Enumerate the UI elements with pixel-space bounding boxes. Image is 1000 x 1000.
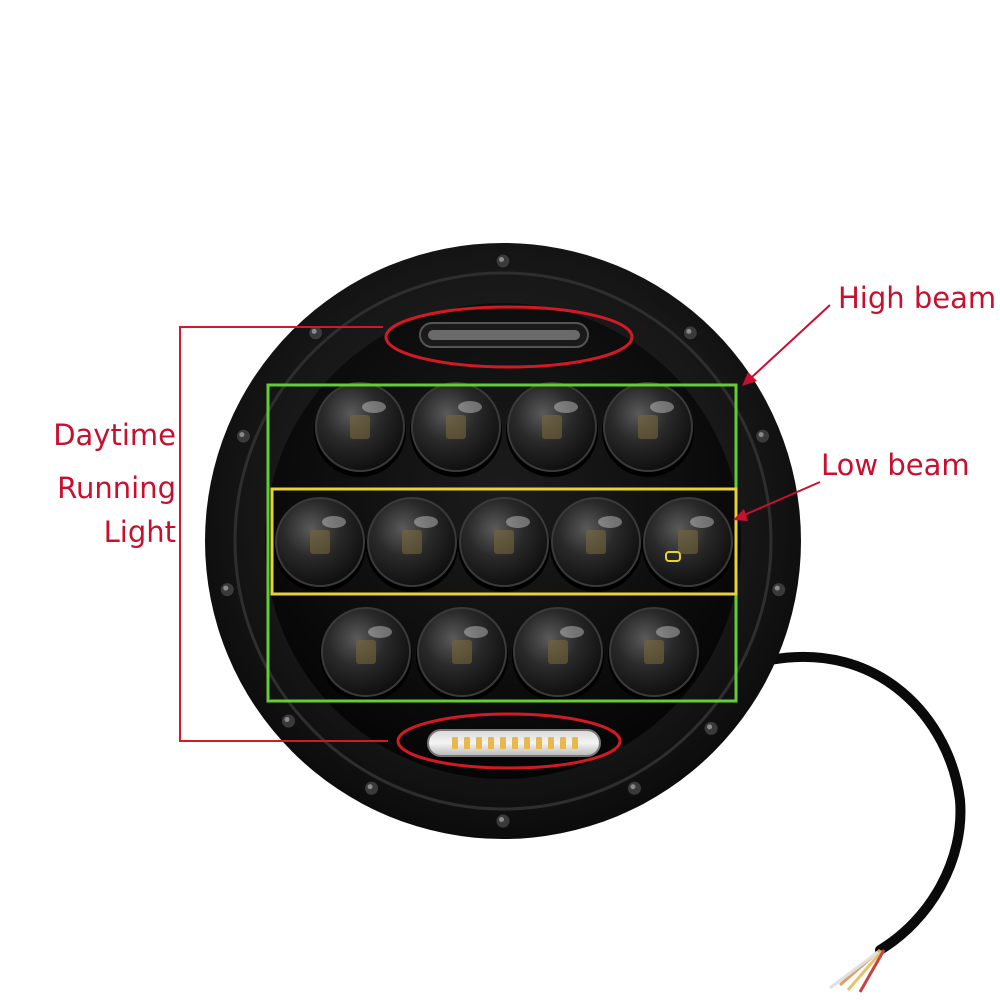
bolt-icon — [308, 325, 324, 341]
high-beam-arrow — [742, 304, 831, 386]
top-row-lens — [314, 382, 406, 477]
led-chip — [548, 737, 554, 749]
power-cable — [765, 651, 966, 955]
cable-wires — [829, 948, 886, 993]
led-chip — [536, 737, 542, 749]
drl-bracket — [179, 326, 388, 742]
bolt-icon — [235, 428, 251, 444]
bottom-row-lens — [512, 607, 604, 702]
middle-row-lens — [550, 497, 642, 592]
bolt-icon — [364, 780, 380, 796]
bolt-icon — [771, 582, 787, 598]
led-chip — [488, 737, 494, 749]
bottom-row-lens — [608, 607, 700, 702]
bolt-icon — [626, 780, 642, 796]
led-chip — [476, 737, 482, 749]
low-beam-arrow — [733, 481, 821, 521]
lens-array — [274, 382, 734, 702]
led-chip — [500, 737, 506, 749]
top-row-lens — [410, 382, 502, 477]
led-chip — [560, 737, 566, 749]
middle-row-lens — [366, 497, 458, 592]
top-row-lens — [506, 382, 598, 477]
bolt-icon — [495, 813, 511, 829]
bolt-icon — [495, 253, 511, 269]
led-chip — [524, 737, 530, 749]
high-beam-label: High beam — [838, 281, 997, 315]
drl-bottom-ellipse — [396, 712, 622, 770]
led-chip — [572, 737, 578, 749]
bolt-icon — [755, 428, 771, 444]
top-row-lens — [602, 382, 694, 477]
top-led-strip-inner — [428, 330, 580, 340]
middle-row-lens — [642, 497, 734, 592]
drl-top-ellipse — [384, 305, 634, 369]
led-chip — [452, 737, 458, 749]
led-chip — [512, 737, 518, 749]
bolt-icon — [281, 713, 297, 729]
drl-label-line2: Running — [57, 471, 176, 505]
low-beam-box — [270, 487, 738, 596]
low-beam-label: Low beam — [821, 448, 970, 482]
middle-row-lens — [458, 497, 550, 592]
drl-label-line3: Light — [103, 515, 176, 549]
led-chip — [464, 737, 470, 749]
bottom-row-lens — [416, 607, 508, 702]
middle-row-lens — [274, 497, 366, 592]
drl-label-line1: Daytime — [53, 418, 176, 452]
bolt-group — [219, 253, 787, 829]
housing-inner-ring — [233, 271, 773, 811]
bolt-icon — [682, 325, 698, 341]
small-indicator — [665, 551, 681, 562]
bottom-row-lens — [320, 607, 412, 702]
bolt-icon — [703, 720, 719, 736]
bolt-icon — [219, 582, 235, 598]
bottom-led-chips — [452, 737, 578, 749]
